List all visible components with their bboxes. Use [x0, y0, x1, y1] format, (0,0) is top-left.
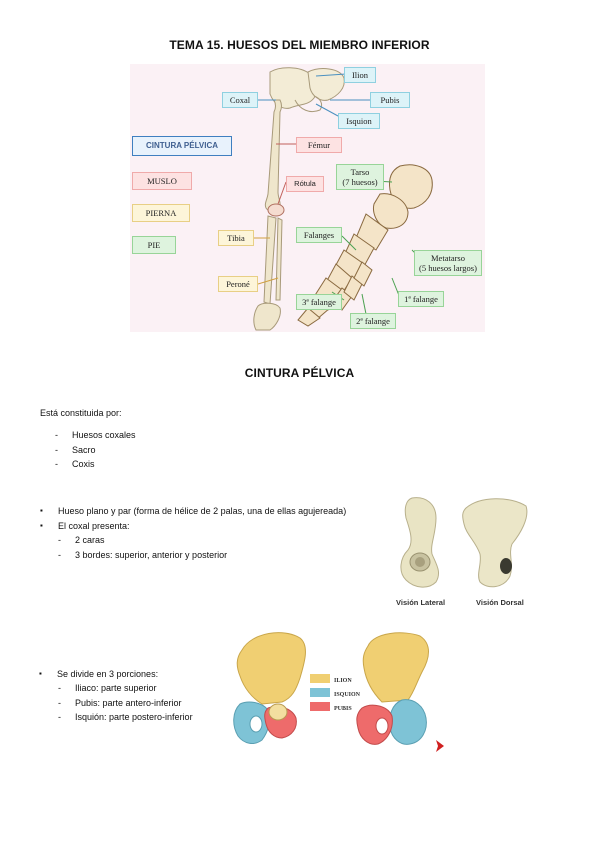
- list-item: Hueso plano y par (forma de hélice de 2 …: [40, 504, 346, 519]
- coxal-dorsal-image: [462, 498, 528, 588]
- arrow-icon: [436, 740, 444, 752]
- list-item: Pubis: parte antero-inferior: [58, 696, 193, 711]
- skeleton-illustration: [250, 67, 433, 331]
- label-femur: Fémur: [296, 137, 342, 153]
- label-perone: Peroné: [218, 276, 258, 292]
- label-falange-2: 2ª falange: [350, 313, 396, 329]
- label-pie: PIE: [132, 236, 176, 254]
- caption-vision-lateral: Visión Lateral: [396, 598, 446, 607]
- label-muslo: MUSLO: [132, 172, 192, 190]
- label-pierna: PIERNA: [132, 204, 190, 222]
- portions-sublist: Iliaco: parte superior Pubis: parte ante…: [58, 681, 193, 725]
- intro-text: Está constituida por:: [40, 408, 122, 418]
- components-list: Huesos coxales Sacro Coxis: [55, 428, 136, 472]
- legend-isquion: ISQUION: [334, 692, 361, 698]
- label-cintura-pelvica: CINTURA PÉLVICA: [132, 136, 232, 156]
- list-item: Isquión: parte postero-inferior: [58, 710, 192, 725]
- label-metatarso: Metatarso (5 huesos largos): [414, 250, 482, 276]
- list-item: Coxis: [55, 457, 136, 472]
- label-pubis: Pubis: [370, 92, 410, 108]
- lower-limb-skeleton-figure: Ilion Coxal Pubis Isquion CINTURA PÉLVIC…: [130, 64, 485, 332]
- legend-swatch-pubis: [310, 702, 330, 711]
- label-falange-1: 1ª falange: [398, 291, 444, 307]
- page-title: TEMA 15. HUESOS DEL MIEMBRO INFERIOR: [169, 38, 430, 52]
- coxal-lateral-image: [400, 497, 439, 588]
- coxal-features-list: 2 caras 3 bordes: superior, anterior y p…: [58, 533, 227, 563]
- label-tibia: Tibia: [218, 230, 254, 246]
- list-item: Sacro: [55, 443, 136, 458]
- caption-vision-dorsal: Visión Dorsal: [476, 598, 524, 607]
- label-rotula: Rótula: [286, 176, 324, 192]
- label-coxal: Coxal: [222, 92, 258, 108]
- pelvis-regions-figure: ILION ISQUION PUBIS: [222, 628, 456, 758]
- legend-pubis: PUBIS: [334, 706, 352, 712]
- coxal-dorsal-photo: [460, 494, 532, 592]
- label-ilion: Ilion: [344, 67, 376, 83]
- label-falanges: Falanges: [296, 227, 342, 243]
- coxal-lateral-photo: [392, 494, 455, 592]
- list-item: 2 caras: [58, 533, 227, 548]
- pelvis-regions-illustration: ILION ISQUION PUBIS: [233, 632, 444, 752]
- coxal-photos-figure: Visión Lateral Visión Dorsal: [392, 494, 534, 614]
- list-item: Se divide en 3 porciones:: [39, 667, 158, 682]
- list-item: El coxal presenta:: [40, 519, 346, 534]
- list-item: Iliaco: parte superior: [58, 681, 193, 696]
- portions-list: Se divide en 3 porciones:: [39, 667, 158, 682]
- legend-ilion: ILION: [334, 678, 352, 684]
- legend-swatch-ilion: [310, 674, 330, 683]
- label-falange-3: 3ª falange: [296, 294, 342, 310]
- coxal-description-list: Hueso plano y par (forma de hélice de 2 …: [40, 504, 346, 534]
- section-title: CINTURA PÉLVICA: [244, 366, 355, 380]
- legend-swatch-isquion: [310, 688, 330, 697]
- list-item: 3 bordes: superior, anterior y posterior: [58, 548, 227, 563]
- label-tarso: Tarso (7 huesos): [336, 164, 384, 190]
- label-isquion: Isquion: [338, 113, 380, 129]
- list-item: Huesos coxales: [55, 428, 135, 443]
